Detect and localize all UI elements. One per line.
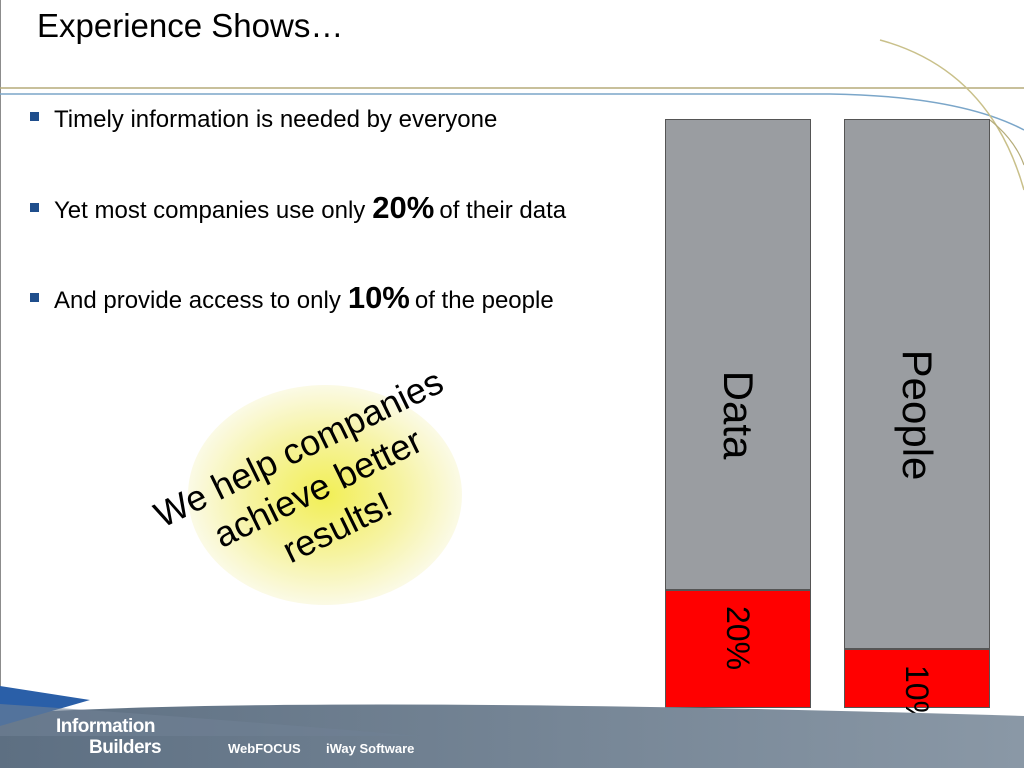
footer-band bbox=[0, 686, 1024, 768]
bar-label: Data bbox=[715, 370, 762, 460]
bar-people-share bbox=[844, 649, 990, 708]
square-bullet-icon bbox=[30, 293, 39, 302]
slide-title: Experience Shows… bbox=[37, 7, 344, 44]
footer-product-iway: iWay Software bbox=[326, 741, 415, 756]
bullet-emphasis: 20% bbox=[372, 190, 435, 225]
company-logo-line2: Builders bbox=[89, 737, 162, 758]
footer-product-webfocus: WebFOCUS bbox=[228, 741, 301, 756]
square-bullet-icon bbox=[30, 203, 39, 212]
square-bullet-icon bbox=[30, 112, 39, 121]
bar-data-remainder bbox=[665, 119, 811, 590]
bullet-item: And provide access to only 10% of the pe… bbox=[30, 280, 554, 320]
bar-label: People bbox=[894, 349, 941, 481]
slide-left-border bbox=[0, 0, 1, 690]
bullet-item: Yet most companies use only 20% of their… bbox=[30, 190, 566, 230]
bullet-text: And provide access to only bbox=[54, 287, 341, 314]
bar-data-share bbox=[665, 590, 811, 708]
bullet-text-tail: of their data bbox=[439, 197, 567, 224]
bullet-emphasis: 10% bbox=[347, 280, 410, 315]
bar-people-remainder bbox=[844, 119, 990, 649]
bullet-text-tail: of the people bbox=[414, 287, 554, 314]
bullet-item: Timely information is needed by everyone bbox=[30, 106, 497, 146]
bar-value-label: 20% bbox=[720, 605, 756, 671]
bullet-text: Yet most companies use only bbox=[54, 197, 366, 224]
company-logo-line1: Information bbox=[56, 716, 156, 737]
bullet-text: Timely information is needed by everyone bbox=[54, 106, 498, 133]
